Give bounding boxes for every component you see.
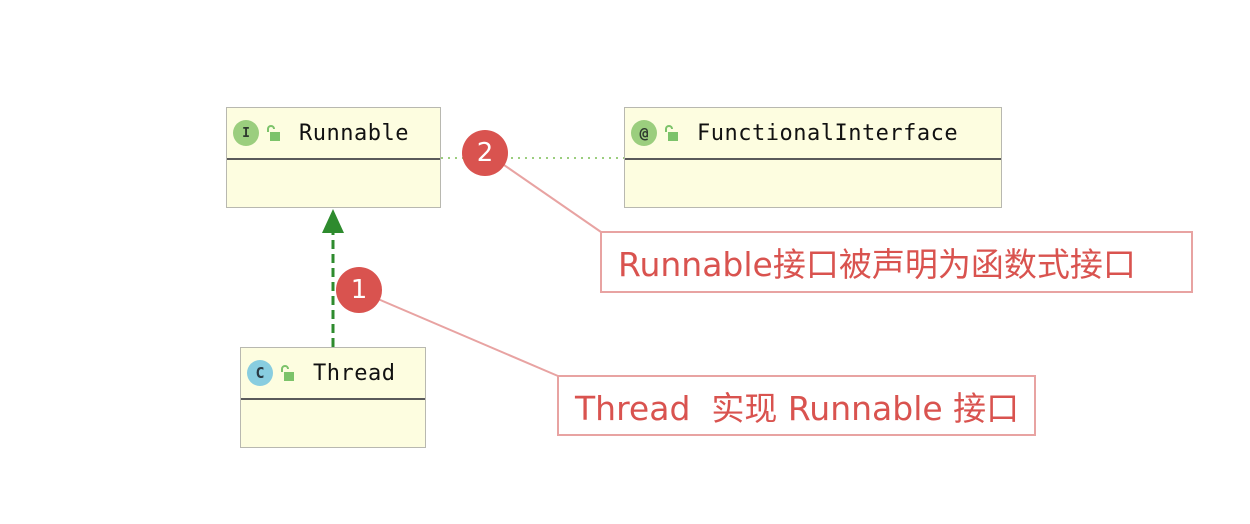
interface-icon: I [233,120,259,146]
class-name: Runnable [299,120,409,146]
note-thread-implements: Thread 实现 Runnable 接口 [557,375,1036,436]
annotation-icon: @ [631,120,657,146]
implements-arrow-head [322,209,344,233]
class-header: I Runnable [227,108,440,160]
class-name: Thread [313,360,396,386]
open-lock-icon [665,125,678,141]
note-runnable-functional: Runnable接口被声明为函数式接口 [600,231,1193,293]
note-2-leader-line [503,164,602,233]
class-box-functional-interface[interactable]: @ FunctionalInterface [624,107,1002,208]
open-lock-icon [267,125,280,141]
note-1-leader-line [377,298,559,377]
class-icon: C [247,360,273,386]
open-lock-icon [281,365,294,381]
class-name: FunctionalInterface [697,120,959,146]
class-box-runnable[interactable]: I Runnable [226,107,441,208]
badge-2: 2 [462,130,508,176]
badge-1: 1 [336,267,382,313]
class-box-thread[interactable]: C Thread [240,347,426,448]
class-header: C Thread [241,348,425,400]
class-header: @ FunctionalInterface [625,108,1001,160]
